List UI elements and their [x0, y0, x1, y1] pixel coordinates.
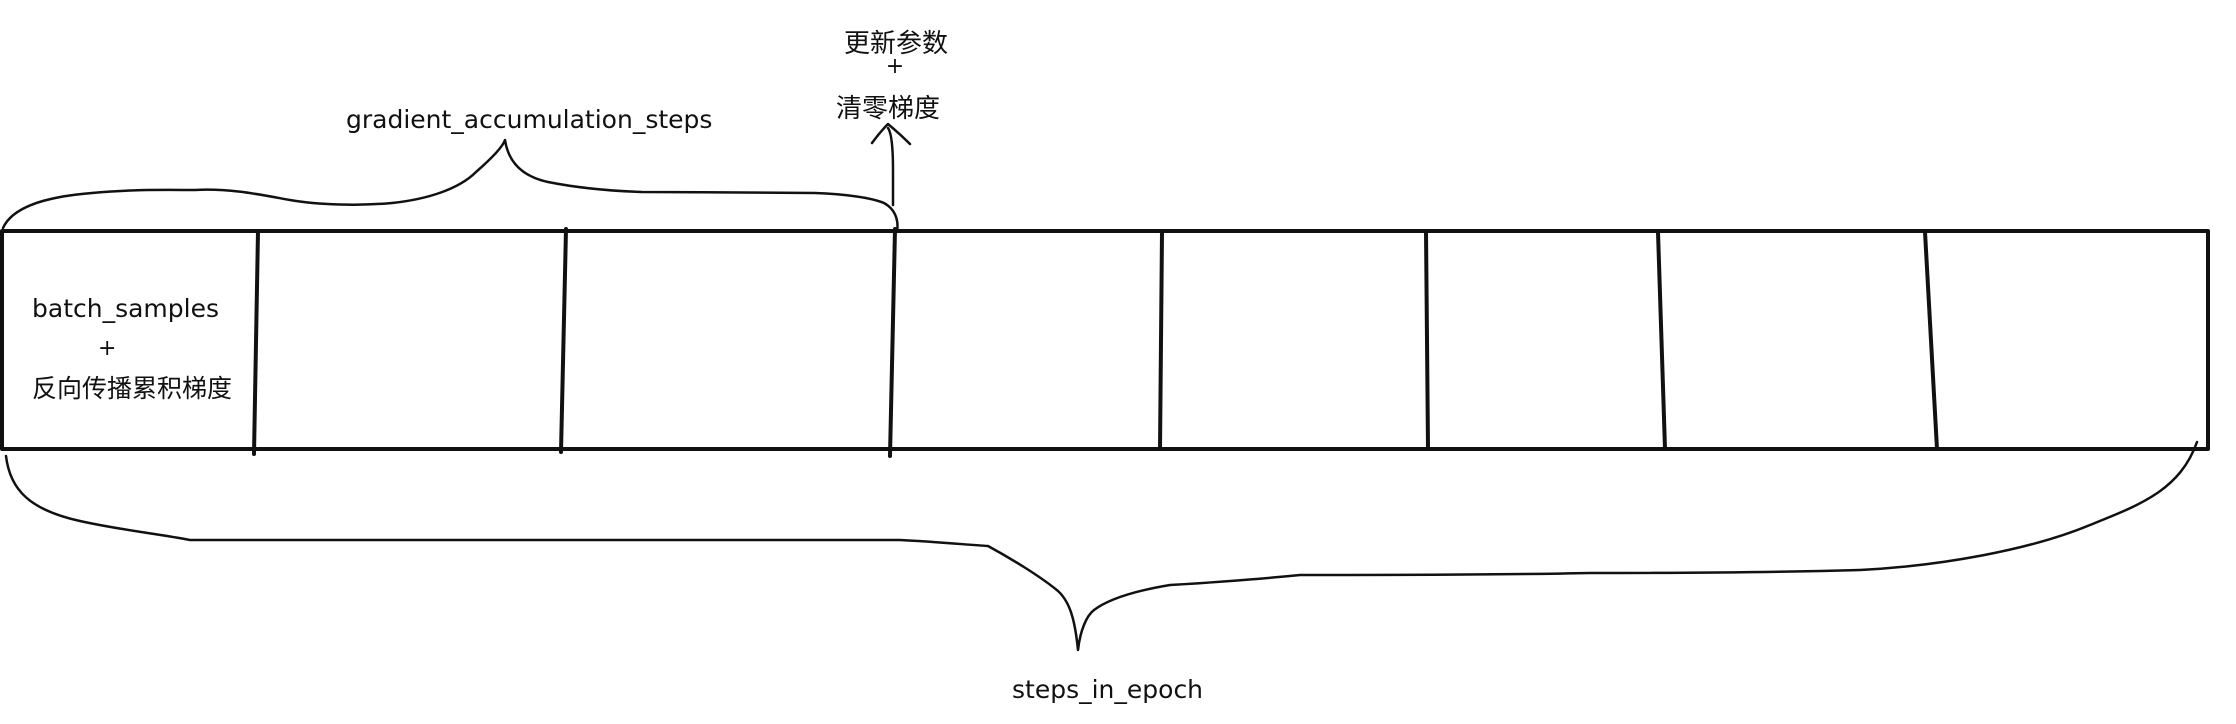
gradient-accumulation-brace [1, 138, 899, 234]
steps-strip [0, 229, 2210, 451]
step-divider [252, 229, 260, 456]
step-divider [1158, 230, 1164, 451]
step-divider [559, 227, 568, 454]
backward-accumulate-label: 反向传播累积梯度 [32, 374, 233, 403]
gradient-accumulation-steps-label: gradient_accumulation_steps [346, 105, 713, 134]
zero-grad-label: 清零梯度 [835, 94, 940, 124]
steps-in-epoch-label: steps_in_epoch [1012, 675, 1204, 704]
update-arrow-head [870, 122, 912, 146]
step-divider [1424, 229, 1430, 451]
update-arrow-shaft [886, 126, 895, 207]
step-divider [888, 227, 897, 458]
steps-in-epoch-brace [4, 440, 2199, 652]
update-plus-label: + [885, 54, 905, 79]
batch-samples-label: batch_samples [32, 294, 219, 323]
batch-plus-label: + [98, 336, 117, 361]
update-params-label: 更新参数 [843, 29, 948, 59]
step-divider [1656, 230, 1667, 451]
step-divider [1923, 230, 1939, 451]
